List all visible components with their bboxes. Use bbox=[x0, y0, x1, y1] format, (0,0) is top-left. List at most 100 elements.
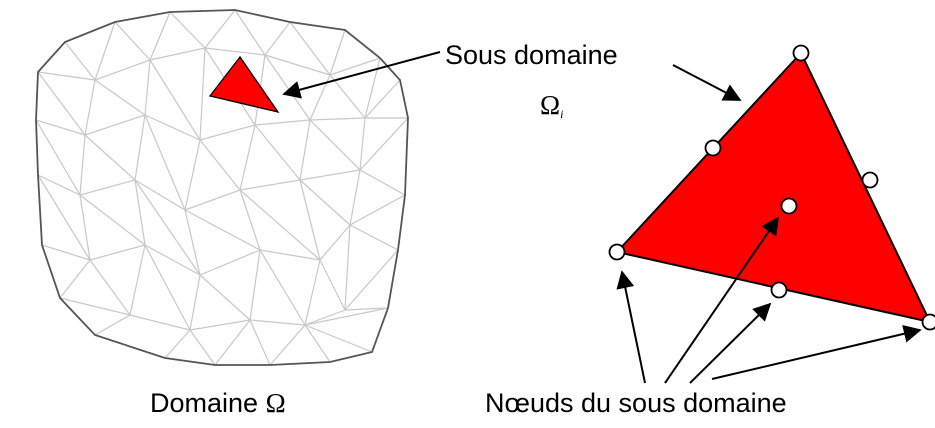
mesh-edge bbox=[344, 224, 351, 311]
mesh-edge bbox=[189, 329, 216, 366]
arrow-to-element bbox=[282, 51, 441, 99]
mesh-edge bbox=[299, 169, 361, 181]
mesh-edge bbox=[37, 71, 86, 136]
mesh-edge bbox=[144, 59, 151, 116]
mesh-edge bbox=[239, 124, 256, 191]
mesh-edge bbox=[259, 249, 306, 326]
mesh-edge bbox=[304, 259, 321, 326]
mesh-edge bbox=[94, 314, 131, 336]
mesh-edge bbox=[304, 309, 346, 326]
mesh-edge bbox=[149, 59, 201, 141]
mesh-edge bbox=[199, 249, 261, 276]
mesh-edge bbox=[359, 117, 409, 171]
mesh-edge bbox=[94, 79, 146, 116]
node-bottom-edge-mid bbox=[770, 281, 788, 299]
mesh-edge bbox=[239, 179, 301, 191]
mesh-edge bbox=[304, 307, 389, 326]
node-left-edge-mid bbox=[704, 139, 722, 157]
mesh-edge bbox=[299, 119, 311, 181]
subdomain-symbol: Ωi bbox=[540, 90, 564, 121]
mesh-edge bbox=[214, 319, 251, 366]
mesh-edge bbox=[129, 314, 191, 331]
mesh-edge bbox=[149, 47, 206, 61]
mesh-edge bbox=[239, 189, 321, 261]
mesh-edge bbox=[35, 119, 86, 136]
domain-boundary bbox=[35, 9, 409, 366]
mesh-edge bbox=[84, 79, 96, 136]
mesh-edge bbox=[349, 169, 361, 226]
mesh-edge bbox=[359, 117, 366, 171]
mesh-edge bbox=[204, 47, 266, 56]
mesh-edge bbox=[79, 134, 86, 196]
mesh-edge bbox=[79, 194, 146, 246]
mesh-edge bbox=[319, 259, 346, 311]
mesh-edge bbox=[299, 179, 321, 261]
mesh-edge bbox=[134, 179, 146, 246]
arrow-to-subdomain bbox=[672, 64, 742, 101]
mesh-edge bbox=[37, 174, 81, 196]
mesh-edge bbox=[189, 274, 201, 331]
node-center bbox=[780, 197, 798, 215]
mesh-edge bbox=[254, 119, 311, 126]
mesh-edge bbox=[37, 71, 96, 81]
mesh-edge bbox=[309, 117, 366, 121]
mesh-edge bbox=[134, 179, 201, 276]
mesh-edge bbox=[359, 169, 406, 196]
nodes bbox=[608, 44, 935, 331]
subdomain-triangle bbox=[615, 51, 932, 324]
mesh-edge bbox=[264, 21, 291, 56]
mesh-edge bbox=[309, 119, 361, 171]
mesh-edge bbox=[329, 74, 366, 119]
mesh-edge bbox=[249, 319, 306, 326]
mesh-edge bbox=[184, 209, 201, 276]
mesh-edge bbox=[304, 324, 373, 353]
mesh-edge bbox=[239, 189, 261, 251]
domain-label: Domaine Ω bbox=[150, 388, 286, 418]
mesh-edge bbox=[79, 194, 91, 261]
mesh-edge bbox=[199, 139, 241, 191]
mesh-edge bbox=[129, 244, 146, 316]
mesh-edge bbox=[89, 244, 146, 261]
mesh-edge bbox=[169, 11, 206, 49]
mesh-edge bbox=[319, 224, 351, 261]
mesh-edge bbox=[64, 41, 96, 81]
mesh-edge bbox=[304, 324, 331, 363]
mesh-edge bbox=[134, 179, 186, 211]
node-left bbox=[608, 243, 626, 261]
mesh-edge bbox=[184, 139, 201, 211]
mesh-edge bbox=[35, 119, 81, 196]
mesh-edge bbox=[249, 319, 271, 366]
mesh-edge bbox=[364, 79, 401, 119]
mesh-edge bbox=[254, 124, 301, 181]
mesh-edge bbox=[199, 274, 251, 321]
nodes-label: Nœuds du sous domaine bbox=[485, 388, 787, 418]
mesh-edge bbox=[94, 21, 116, 81]
mesh-edge bbox=[89, 259, 131, 316]
mesh-edge bbox=[149, 11, 171, 61]
mesh-edge bbox=[234, 9, 266, 56]
mesh-edge bbox=[84, 134, 136, 181]
mesh-edge bbox=[204, 9, 236, 49]
mesh-edge bbox=[344, 249, 399, 311]
mesh-edge bbox=[329, 57, 381, 76]
mesh-edge bbox=[94, 59, 151, 81]
mesh-edge bbox=[144, 114, 201, 141]
node-right bbox=[921, 313, 935, 331]
mesh-edge bbox=[264, 54, 331, 76]
mesh-edge bbox=[349, 194, 406, 226]
mesh-edge bbox=[349, 224, 399, 251]
mesh-edge bbox=[329, 29, 346, 76]
mesh-edge bbox=[344, 307, 389, 311]
mesh-edge bbox=[79, 179, 136, 196]
mesh-edge bbox=[269, 324, 306, 366]
highlighted-element bbox=[208, 55, 280, 114]
mesh-edge bbox=[144, 114, 186, 211]
mesh-edge bbox=[84, 114, 146, 136]
mesh-edge bbox=[59, 259, 91, 299]
mesh-edge bbox=[259, 249, 321, 261]
mesh-edge bbox=[144, 244, 201, 276]
mesh-edge bbox=[59, 297, 131, 316]
mesh-edge bbox=[249, 249, 261, 321]
node-top bbox=[792, 44, 810, 62]
